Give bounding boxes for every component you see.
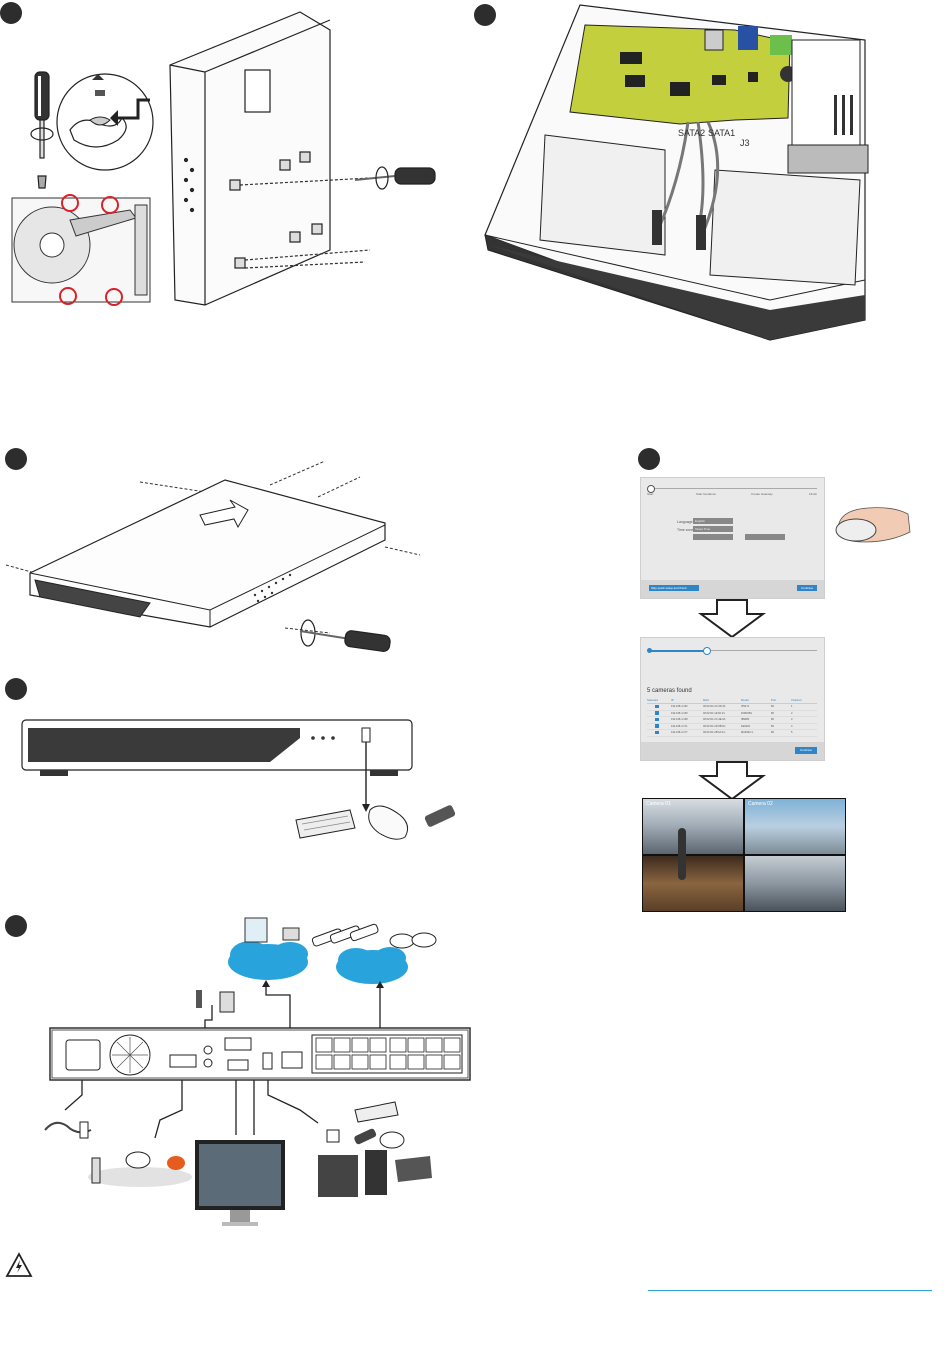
table-header: Selected IP MAC Model Port Channel <box>647 698 817 704</box>
camera-tile[interactable] <box>745 856 845 911</box>
camera-tile[interactable]: Camera 01 <box>643 799 743 854</box>
select-checkbox[interactable] <box>655 711 659 715</box>
camera-tile-label: Camera 01 <box>646 801 671 807</box>
hdmi-port <box>227 1059 249 1071</box>
hdd-mounting-illustration <box>11 11 436 306</box>
table-row[interactable]: 192.168.4.171 00:02:D1:2D:5B:6C FE9181 8… <box>647 724 817 730</box>
time-select[interactable] <box>745 534 785 540</box>
microphone-speaker-icon <box>196 990 235 1013</box>
alarm-terminal <box>169 1054 197 1068</box>
sata1-label: SATA1 <box>708 128 735 138</box>
accent-rule <box>648 1290 932 1291</box>
camera-table: Selected IP MAC Model Port Channel 192.1… <box>647 698 817 737</box>
camera-tile[interactable]: Camera 02 <box>745 799 845 854</box>
wizard-screen-language: Start Start Guidance Create Gateway Fini… <box>640 477 825 599</box>
screwdriver-icon <box>30 71 54 189</box>
step-marker-6 <box>638 448 660 470</box>
down-arrow-icon <box>697 761 767 801</box>
language-select[interactable]: English <box>693 518 733 524</box>
poe-network-cloud-icon <box>336 947 408 984</box>
select-checkbox[interactable] <box>655 704 659 708</box>
step-marker-2 <box>474 4 496 26</box>
display-monitor-icon <box>195 1140 285 1226</box>
select-checkbox[interactable] <box>655 724 659 728</box>
nvr-chassis-bottom <box>169 11 371 306</box>
wizard-step-label: Start Guidance <box>696 492 717 496</box>
lan-port <box>281 1051 303 1069</box>
select-checkbox[interactable] <box>655 717 659 721</box>
close-cover-illustration <box>5 460 421 652</box>
table-row[interactable]: 192.168.4.168 00:02:D1:2C:4E:3A IB9380 8… <box>647 717 817 724</box>
wizard-step-label: Start <box>647 492 654 496</box>
step-marker-3 <box>5 448 27 470</box>
power-socket <box>65 1039 101 1071</box>
timezone-label: Time zone <box>677 528 694 532</box>
usb-drive-icon <box>424 805 456 827</box>
monitor-pc-icon <box>244 917 300 943</box>
hand-mouse-icon <box>835 507 911 543</box>
language-label: Language <box>677 520 693 524</box>
wizard-screen-camera-search: 5 cameras found Selected IP MAC Model Po… <box>640 637 825 761</box>
step-marker-1 <box>0 2 22 24</box>
camera-tile[interactable] <box>643 856 743 911</box>
live-view-grid: Camera 01 Camera 02 <box>642 798 846 912</box>
live-toolbar[interactable] <box>678 828 686 880</box>
step-marker-5 <box>5 915 27 937</box>
ip-camera-icon <box>311 923 437 949</box>
skip-setup-button[interactable]: Skip quick setup and finish <box>649 585 699 591</box>
table-row[interactable]: 192.168.4.177 00:02:D1:2B:6A:1C MA8391-V… <box>647 730 817 737</box>
wizard-step-label: Create Gateway <box>751 492 773 496</box>
date-select[interactable] <box>693 534 733 540</box>
screw-hole-callouts <box>59 194 123 306</box>
usb-port <box>262 1052 273 1070</box>
cameras-found-title: 5 cameras found <box>647 688 692 694</box>
poe-ports <box>311 1034 463 1074</box>
j3-label: J3 <box>740 138 750 148</box>
wizard-step-label: Finish <box>809 492 818 496</box>
usb-port <box>361 727 371 743</box>
timezone-select[interactable]: Taipei Time <box>693 526 733 532</box>
step-marker-4 <box>5 678 27 700</box>
continue-button[interactable]: Continue <box>795 747 817 754</box>
slide-direction-arrow <box>199 499 249 529</box>
vga-port <box>224 1037 252 1051</box>
down-arrow-icon <box>697 599 767 639</box>
table-row[interactable]: 192.168.4.153 00:02:D1:1E:6F:21 FD8155H … <box>647 711 817 717</box>
rear-connections-illustration <box>44 917 471 1226</box>
table-row[interactable]: 192.168.4.152 00:02:D1:2C:3D:4F IP9171 8… <box>647 704 817 711</box>
select-checkbox[interactable] <box>655 730 659 734</box>
power-cable-icon <box>44 1121 92 1139</box>
alarm-devices-icon <box>88 1151 192 1187</box>
screwdriver-icon <box>354 166 436 190</box>
screwdriver-icon <box>299 619 391 652</box>
usb-peripherals-group-icon <box>318 1101 432 1197</box>
camera-tile-label: Camera 02 <box>748 801 773 807</box>
sata-connection-illustration: SATA2 SATA1 J3 <box>484 4 869 341</box>
usb-peripherals-illustration <box>21 719 456 840</box>
hard-drive-icon <box>11 197 151 303</box>
network-cloud-icon <box>228 941 308 980</box>
continue-button[interactable]: Continue <box>797 585 817 591</box>
mouse-icon <box>368 805 409 840</box>
sata2-label: SATA2 <box>678 128 705 138</box>
keyboard-icon <box>295 809 356 839</box>
electrical-warning-icon <box>5 1252 33 1277</box>
